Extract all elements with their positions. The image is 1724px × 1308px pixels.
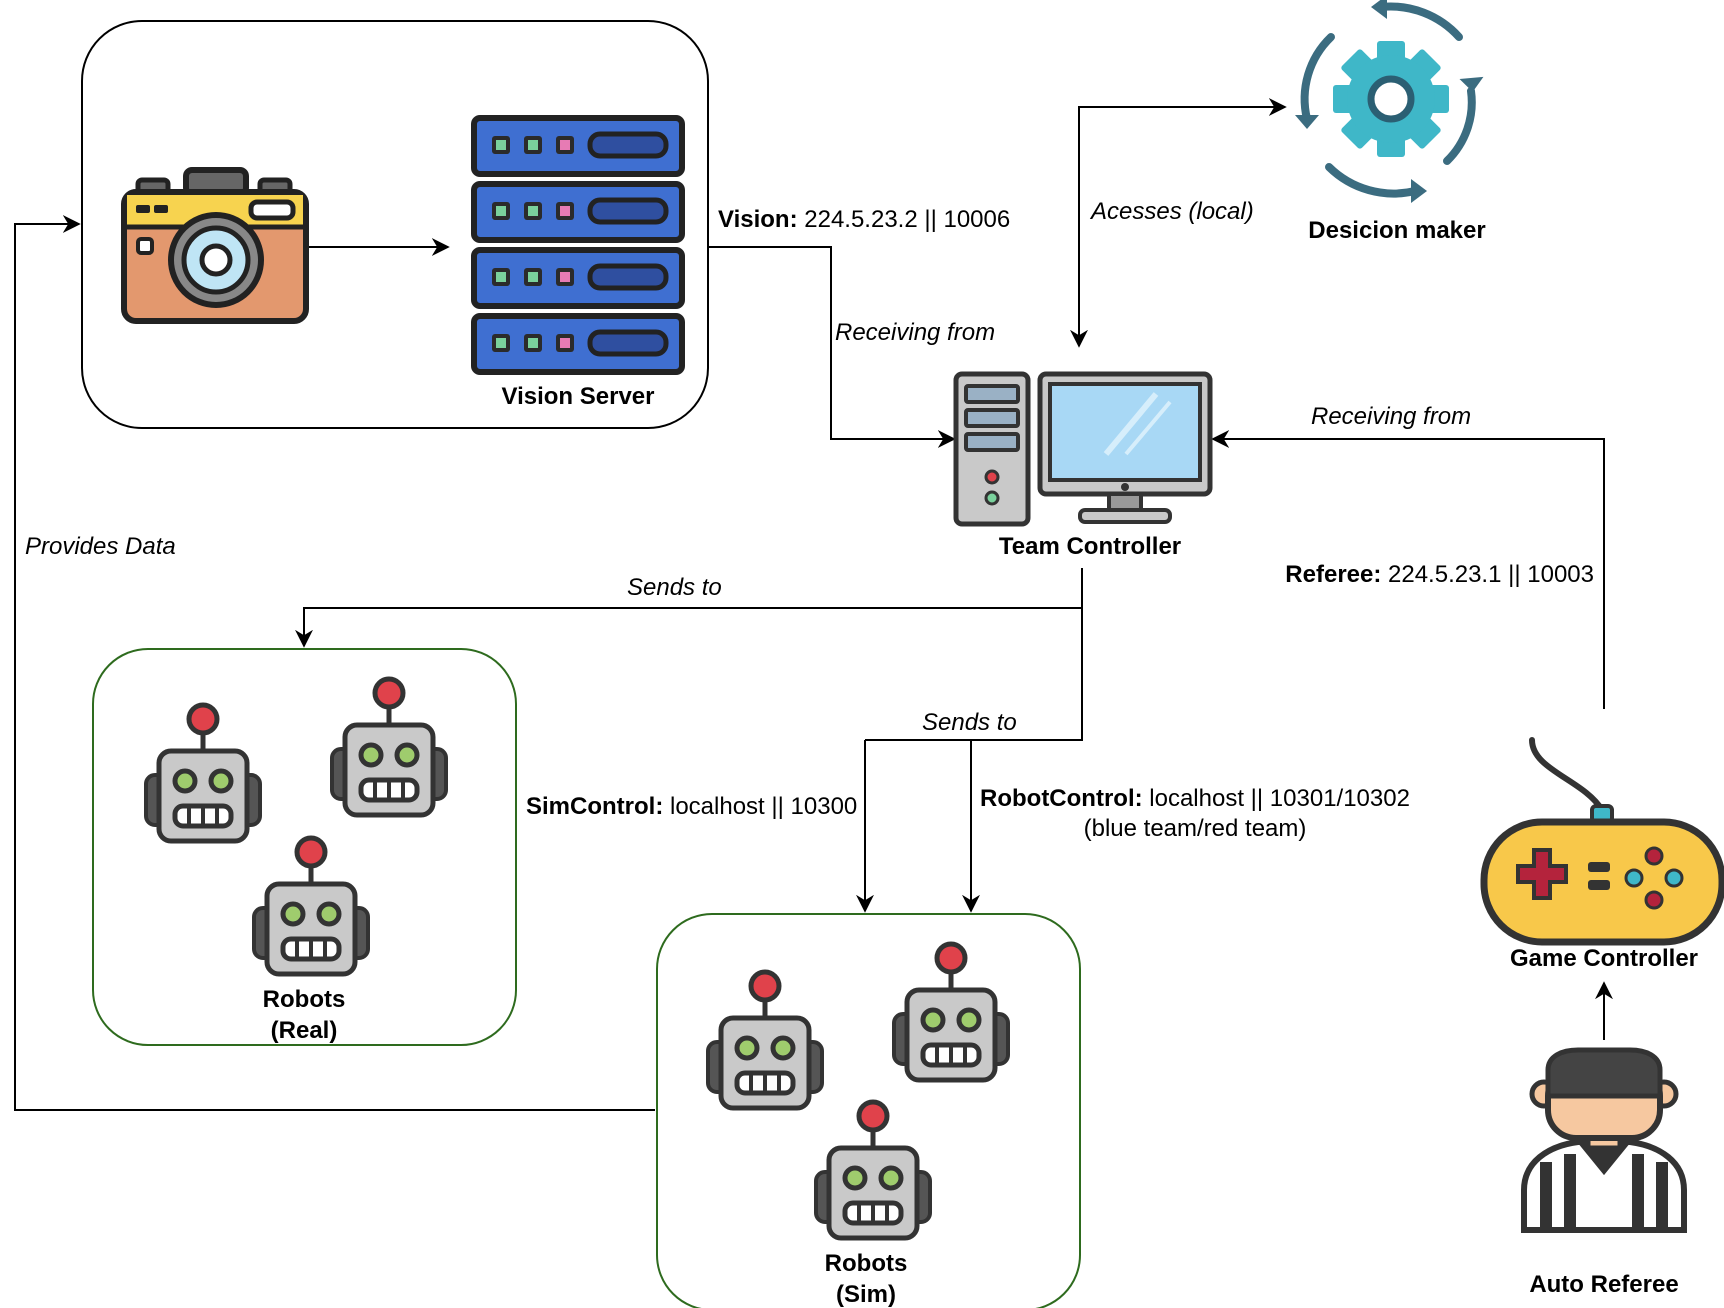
desktop-computer-icon [953,371,1213,527]
robotcontrol-note: (blue team/red team) [1084,815,1307,842]
real-sends-label: Sends to [627,574,722,601]
simcontrol-label: SimControl: localhost || 10300 [526,793,857,820]
robots-sim-icons [708,944,1008,1238]
robots-sim-label-line2: (Sim) [836,1281,896,1308]
robots-real-icons [146,679,446,974]
robotcontrol-label: RobotControl: localhost || 10301/10302 [980,785,1410,812]
robots-real-group-box [92,648,517,1046]
robots-real-label-line1: Robots [263,986,346,1013]
team-controller-to-robots-real-arrow [295,568,1083,648]
gear-cycle-icon [1295,0,1484,203]
robot-icon [146,705,260,841]
server-rack-icon [474,118,682,372]
decision-access-label: Acesses (local) [1089,198,1254,225]
team-controller-to-robots-sim-trunk [865,608,1083,741]
vision-server-label: Vision Server [502,383,655,410]
vision-receiving-label: Receiving from [835,319,995,346]
robot-icon [816,1102,930,1238]
robot-icon [254,838,368,974]
referee-connection-label: Referee: 224.5.23.1 || 10003 [1285,561,1594,588]
referee-person-icon [1521,1047,1687,1233]
decision-maker-label: Desicion maker [1308,217,1485,244]
gamepad-icon [1480,737,1724,946]
robot-icon [894,944,1008,1080]
robots-sim-label-line1: Robots [825,1250,908,1277]
sim-sends-label: Sends to [922,709,1017,736]
feedback-arrow [14,215,655,1111]
camera-icon [121,167,309,324]
game-controller-label: Game Controller [1510,945,1698,972]
robots-sim-group-box [656,913,1081,1308]
vision-connection-label: Vision: 224.5.23.2 || 10006 [718,206,1010,233]
team-controller-label: Team Controller [999,533,1181,560]
robots-real-label-line2: (Real) [271,1017,338,1044]
robot-icon [332,679,446,815]
vision-group-box [81,20,709,429]
provides-data-label: Provides Data [25,533,176,560]
game-controller-to-team-controller-arrow [1211,430,1605,709]
auto-referee-label: Auto Referee [1529,1271,1678,1298]
decision-maker-access-arrow [1070,98,1287,348]
robot-icon [708,972,822,1108]
vision-to-team-controller-arrow [708,246,956,448]
referee-receiving-label: Receiving from [1311,403,1471,430]
